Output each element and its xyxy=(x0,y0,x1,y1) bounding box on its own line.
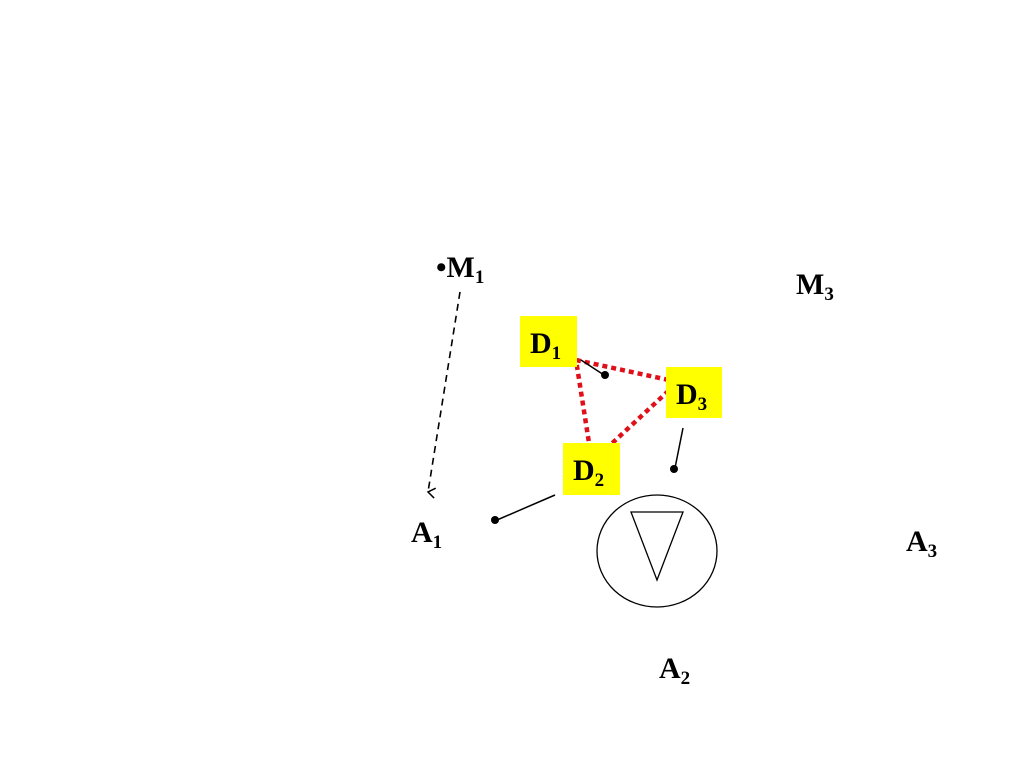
connector-d1-dot xyxy=(601,371,609,379)
label-d3-main: D xyxy=(676,378,698,411)
label-a2-sub: 2 xyxy=(680,668,691,689)
connector-d2-dot xyxy=(491,516,499,524)
label-m1-bullet: • xyxy=(436,251,447,284)
inverted-triangle-symbol xyxy=(630,511,684,582)
d2-highlight-box: D2 xyxy=(563,443,620,495)
label-d1: D1 xyxy=(530,327,562,364)
label-a1: A1 xyxy=(411,516,443,553)
connector-d3-dot xyxy=(670,465,678,473)
label-m1: •M1 xyxy=(436,251,485,288)
dotted-triangle-d1-d2-d3 xyxy=(573,357,683,467)
label-d3-sub: 3 xyxy=(697,394,708,415)
label-a3-sub: 3 xyxy=(927,541,938,562)
d1-highlight-box: D1 xyxy=(520,316,577,367)
label-m3: M3 xyxy=(796,268,834,305)
label-m1-sub: 1 xyxy=(474,267,485,288)
label-a2-main: A xyxy=(659,652,681,685)
label-a3-main: A xyxy=(906,525,928,558)
label-d3: D3 xyxy=(676,378,708,415)
connector-d2 xyxy=(496,494,556,521)
dashed-arrow-m1-to-a1 xyxy=(426,291,461,499)
connector-d1 xyxy=(580,359,605,376)
label-a2: A2 xyxy=(659,652,691,689)
label-a3: A3 xyxy=(906,525,938,562)
label-m3-main: M xyxy=(796,268,825,301)
label-d2-main: D xyxy=(573,454,595,487)
label-m1-main: M xyxy=(446,251,475,284)
label-d1-sub: 1 xyxy=(551,343,562,364)
d3-highlight-box: D3 xyxy=(666,367,722,418)
circle-symbol xyxy=(596,494,718,608)
connector-d3 xyxy=(674,427,684,469)
label-d1-main: D xyxy=(530,327,552,360)
label-d2-sub: 2 xyxy=(594,470,605,491)
label-m3-sub: 3 xyxy=(824,284,834,305)
label-a1-sub: 1 xyxy=(432,532,443,553)
label-a1-main: A xyxy=(411,516,433,549)
label-d2: D2 xyxy=(573,454,605,491)
